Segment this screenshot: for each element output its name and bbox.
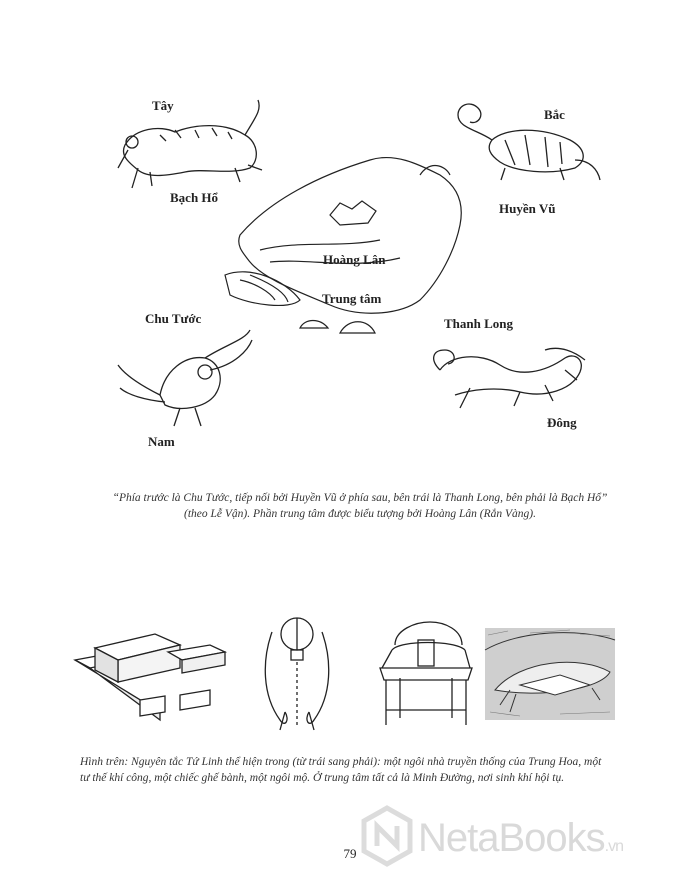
bottom-figure-caption: Hình trên: Nguyên tắc Tứ Linh thể hiện t…: [80, 754, 640, 786]
watermark-suffix: .vn: [605, 838, 623, 855]
netabooks-logo-icon: [362, 806, 412, 866]
netabooks-watermark: NetaBooks.vn: [362, 806, 692, 876]
bottom-caption-line-1: Hình trên: Nguyên tắc Tứ Linh thể hiện t…: [80, 754, 640, 770]
watermark-text: NetaBooks.vn: [418, 816, 623, 861]
watermark-brand: NetaBooks: [418, 816, 605, 860]
bottom-caption-line-2: tư thế khí công, một chiếc ghế bành, một…: [80, 770, 640, 786]
